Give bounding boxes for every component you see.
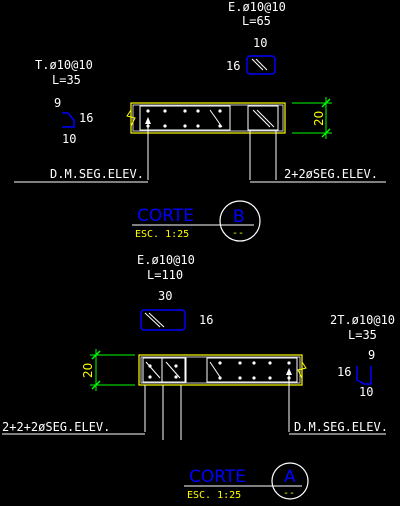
section-b-hook-dim-bottom: 10 <box>62 132 76 146</box>
section-b-hook-spec: T.ø10@10 <box>35 58 93 72</box>
section-a-title-block: CORTE ESC. 1:25 A -- <box>184 462 309 501</box>
section-b-hook-dim-top: 9 <box>54 96 61 110</box>
section-a-left-callout: 2+2+2øSEG.ELEV. <box>2 420 110 434</box>
section-b-stirrup-dim-top: 10 <box>253 36 267 50</box>
section-a-hook-dim-side: 16 <box>337 365 351 379</box>
section-a-right-callout: D.M.SEG.ELEV. <box>294 420 388 434</box>
section-b-hook-length: L=35 <box>52 73 81 87</box>
section-b-depth-label: 20 <box>312 111 326 126</box>
section-b-title-block: CORTE ESC. 1:25 B -- <box>132 200 261 242</box>
section-b-right-callout: 2+2øSEG.ELEV. <box>284 167 378 181</box>
section-a-stirrup-length: L=110 <box>147 268 183 282</box>
section-b-depth-dimension: 20 <box>292 97 332 139</box>
section-b-hook-shape <box>62 112 75 128</box>
section-a-hook-length: L=35 <box>348 328 377 342</box>
section-a-stirrup-spec: E.ø10@10 <box>137 253 195 267</box>
section-a-stirrup-shape <box>140 309 186 331</box>
section-a-stirrup-dim-top: 30 <box>158 289 172 303</box>
section-a-hook-dim-top: 9 <box>368 348 375 362</box>
section-a-title: CORTE <box>189 467 246 487</box>
section-a-stirrup-dim-side: 16 <box>199 313 213 327</box>
section-b-stirrup-spec: E.ø10@10 <box>228 0 286 14</box>
section-b-hook-dim-side: 16 <box>79 111 93 125</box>
section-b: E.ø10@10 L=65 10 16 T.ø10@10 L=35 9 16 1… <box>14 0 386 242</box>
section-b-left-callout: D.M.SEG.ELEV. <box>50 167 144 181</box>
section-a-scale: ESC. 1:25 <box>187 490 241 501</box>
section-a-depth-label: 20 <box>81 363 95 378</box>
section-b-stirrup-shape <box>246 55 276 75</box>
section-b-stirrup-length: L=65 <box>242 14 271 28</box>
section-a: E.ø10@10 L=110 30 16 2T.ø10@10 L=35 9 16… <box>2 253 395 501</box>
section-b-beam <box>126 102 286 180</box>
section-a-marker: A <box>284 467 296 487</box>
section-b-scale: ESC. 1:25 <box>135 229 189 240</box>
section-b-title: CORTE <box>137 206 194 226</box>
section-a-hook-shape <box>356 366 372 385</box>
section-a-hook-spec: 2T.ø10@10 <box>330 313 395 327</box>
section-b-marker: B <box>233 207 245 227</box>
section-a-marker-sub: -- <box>283 488 295 499</box>
section-a-hook-dim-bottom: 10 <box>359 385 373 399</box>
section-b-marker-sub: -- <box>232 228 244 239</box>
section-b-stirrup-dim-side: 16 <box>226 59 240 73</box>
section-a-beam <box>138 354 307 440</box>
section-a-depth-dimension: 20 <box>81 349 135 391</box>
